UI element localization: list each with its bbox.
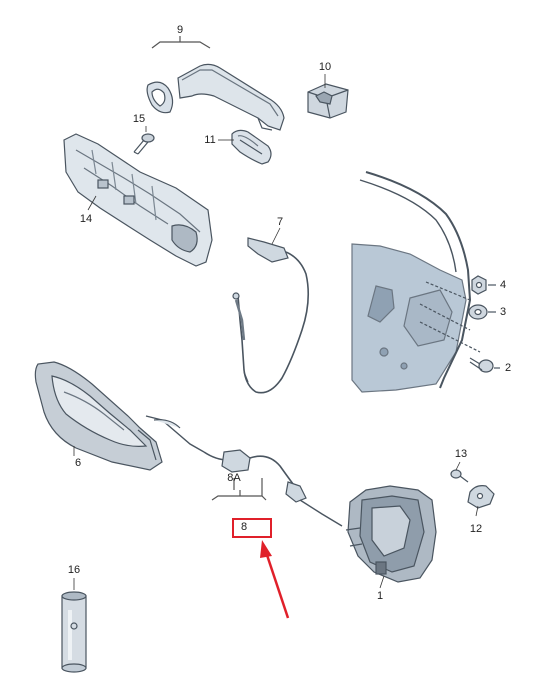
callout-3: 3 bbox=[499, 306, 507, 318]
callout-1: 1 bbox=[376, 590, 384, 602]
part-1-lock-unit bbox=[345, 485, 437, 583]
callout-10: 10 bbox=[318, 61, 332, 73]
part-10-cover bbox=[307, 83, 349, 119]
red-arrow bbox=[260, 540, 290, 619]
highlight-box-8 bbox=[232, 518, 272, 538]
part-2-bolt bbox=[469, 357, 500, 373]
door-panel bbox=[351, 171, 481, 393]
part-9-exterior-handle bbox=[146, 36, 285, 131]
part-3-washer bbox=[468, 304, 496, 320]
callout-11: 11 bbox=[204, 134, 216, 146]
callout-7: 7 bbox=[276, 216, 284, 228]
part-6-interior-handle bbox=[34, 361, 163, 471]
leader-lines bbox=[73, 74, 479, 590]
callout-8: 8 bbox=[240, 521, 248, 533]
part-4-nut bbox=[471, 275, 496, 295]
part-12-striker bbox=[467, 485, 495, 509]
part-15-screw bbox=[133, 133, 155, 155]
callout-16: 16 bbox=[67, 564, 81, 576]
callout-4: 4 bbox=[499, 279, 507, 291]
callout-14: 14 bbox=[79, 213, 93, 225]
part-13-screw bbox=[450, 469, 469, 483]
callout-2: 2 bbox=[504, 362, 512, 374]
callout-8a: 8A bbox=[227, 472, 241, 484]
part-14-carrier-bracket bbox=[63, 133, 213, 267]
part-7-cable bbox=[232, 237, 310, 394]
part-16-can bbox=[61, 591, 87, 673]
callout-15: 15 bbox=[132, 113, 146, 125]
part-8-cable bbox=[145, 415, 343, 527]
callout-9: 9 bbox=[176, 24, 184, 36]
callout-13: 13 bbox=[454, 448, 468, 460]
part-11-gasket bbox=[231, 129, 272, 165]
callout-6: 6 bbox=[74, 457, 82, 469]
callout-12: 12 bbox=[469, 523, 483, 535]
